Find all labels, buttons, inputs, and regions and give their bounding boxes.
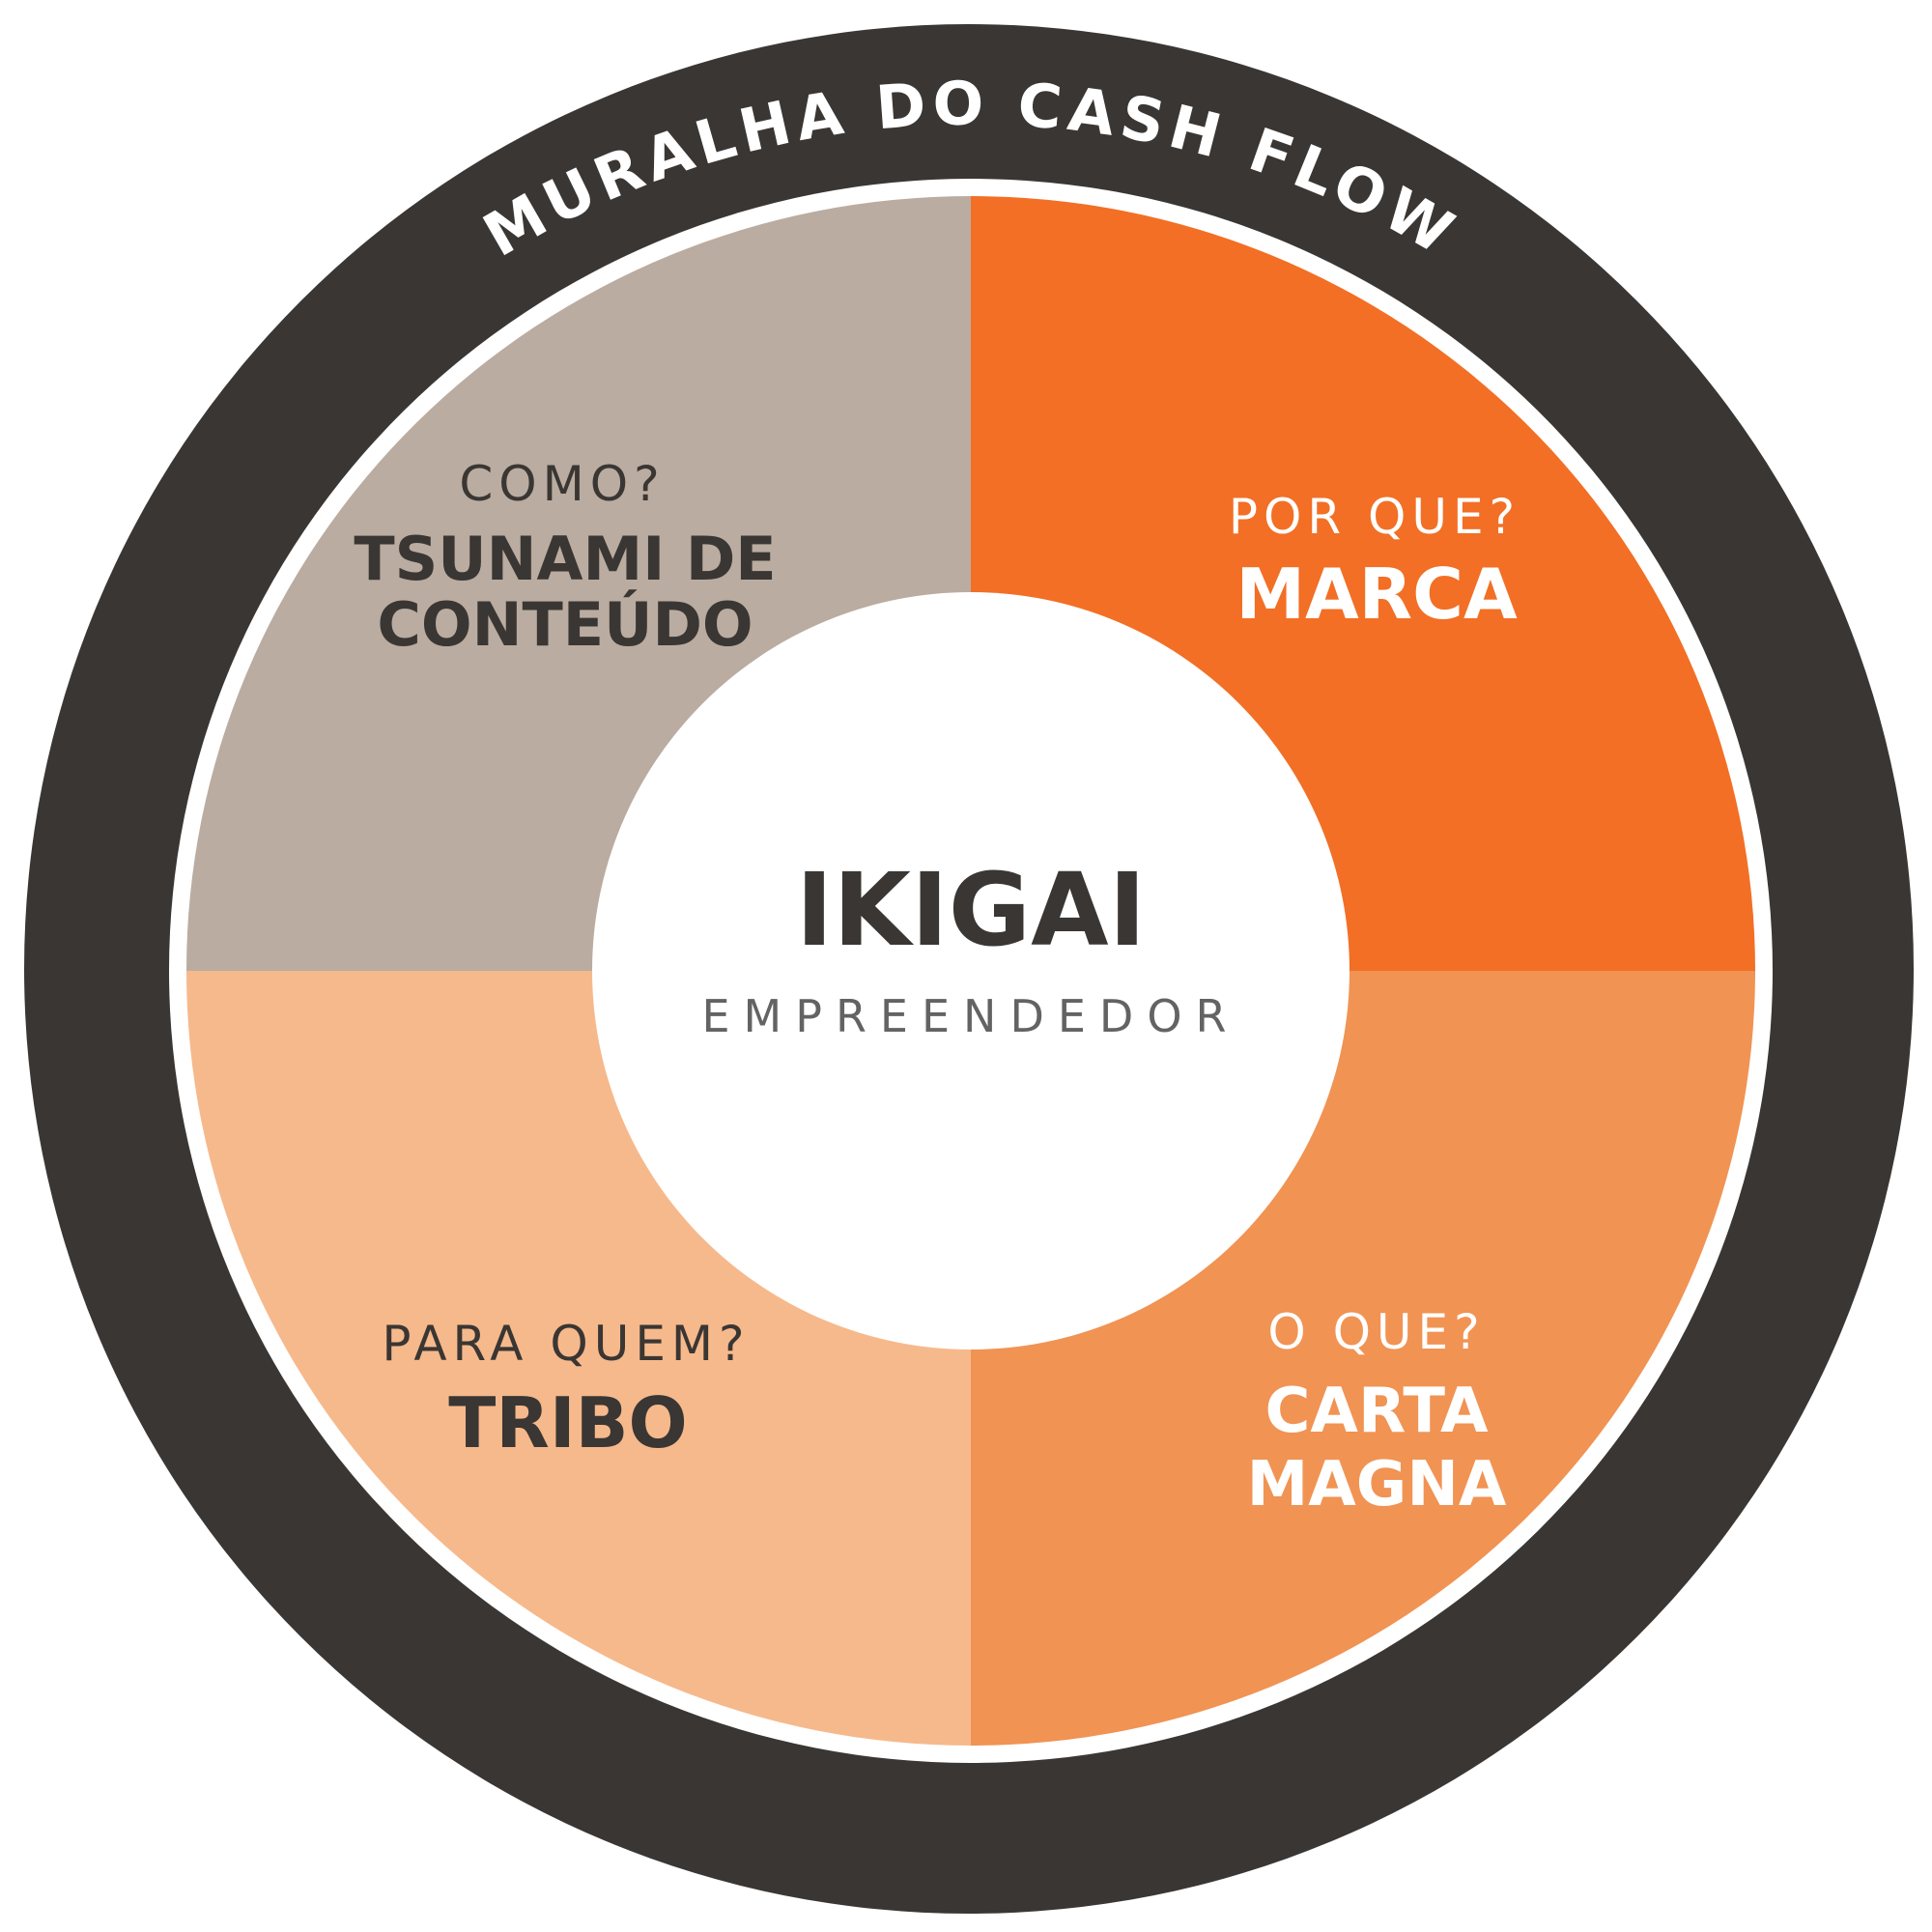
bottom-left-title: TRIBO: [448, 1382, 687, 1463]
top-right-question: POR QUE?: [1229, 489, 1520, 545]
quadrant-group: [186, 196, 1755, 1746]
center-circle: [592, 592, 1350, 1350]
bottom-right-question: O QUE?: [1267, 1304, 1485, 1360]
top-left-question: COMO?: [459, 456, 665, 512]
bottom-right-title-line1: CARTA: [1264, 1376, 1489, 1447]
bottom-left-question: PARA QUEM?: [382, 1316, 750, 1372]
center-title: IKIGAI: [796, 851, 1147, 969]
top-left-title-line2: CONTEÚDO: [377, 589, 753, 660]
top-right-title: MARCA: [1236, 554, 1518, 635]
center-subtitle: EMPREENDEDOR: [701, 990, 1239, 1042]
top-left-title-line1: TSUNAMI DE: [354, 524, 776, 594]
bottom-right-title-line2: MAGNA: [1247, 1449, 1507, 1520]
